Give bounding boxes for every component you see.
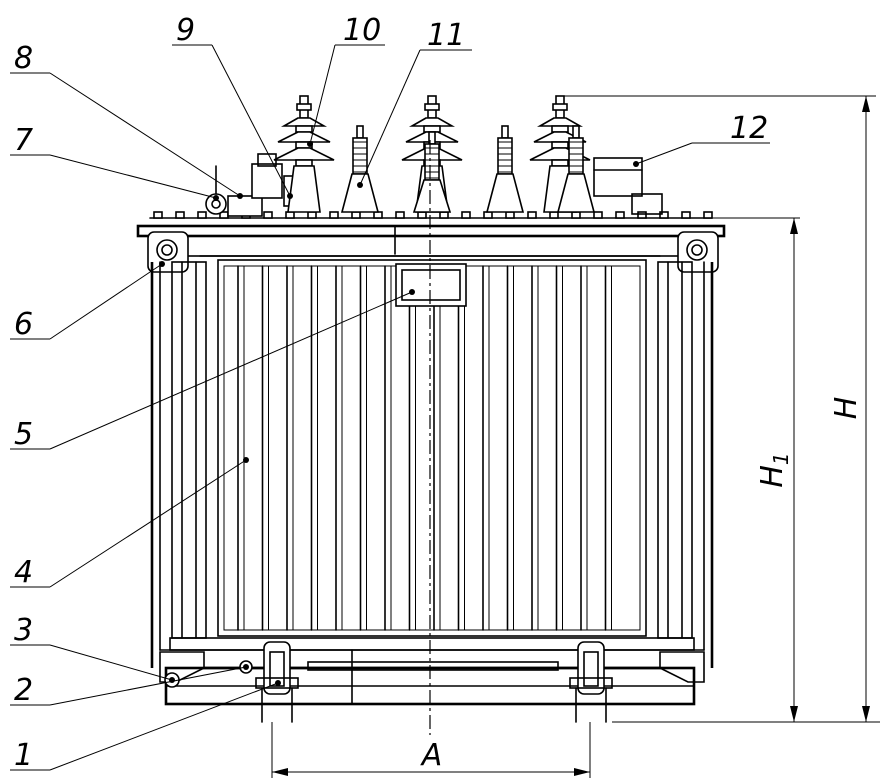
cooling-fins <box>237 265 612 631</box>
callout-number: 9 <box>176 13 195 48</box>
callout-11: 11 <box>357 18 472 188</box>
callout-number: 8 <box>14 41 33 76</box>
callout-number: 2 <box>14 673 33 708</box>
callout-3: 3 <box>10 613 175 683</box>
wheel-left <box>255 641 299 723</box>
pressure-relief-device <box>251 163 283 199</box>
lv-bushing-3 <box>485 125 525 213</box>
bushings <box>273 95 596 213</box>
callout-2: 2 <box>10 664 249 708</box>
callout-number: 5 <box>14 417 33 452</box>
dimension-label-a: A <box>420 738 443 773</box>
dimensions: A H1 H <box>271 95 880 778</box>
callout-8: 8 <box>10 41 243 199</box>
callout-12: 12 <box>633 111 770 167</box>
callout-7: 7 <box>10 123 219 201</box>
callout-6: 6 <box>10 261 165 342</box>
dimension-label-h1: H1 <box>755 452 793 487</box>
callout-4: 4 <box>10 457 249 590</box>
lv-bushing-4 <box>556 125 596 213</box>
thermometer <box>227 195 263 217</box>
rating-plate <box>395 263 467 307</box>
callout-number: 11 <box>427 18 465 53</box>
callout-number: 1 <box>14 738 33 773</box>
wheel-right <box>569 641 613 723</box>
callout-number: 7 <box>14 123 33 158</box>
tank <box>136 217 726 723</box>
callout-number: 6 <box>14 307 33 342</box>
callout-number: 12 <box>730 111 768 146</box>
lv-bushing-2 <box>412 131 452 213</box>
corrugated-wall <box>217 259 647 637</box>
callout-1: 1 <box>10 680 281 773</box>
callout-number: 10 <box>343 13 381 48</box>
callout-number: 4 <box>14 555 33 590</box>
lv-bushing-1 <box>340 125 380 213</box>
tank-cover <box>136 224 726 238</box>
callout-5: 5 <box>10 289 415 452</box>
dimension-label-h: H <box>829 397 864 420</box>
callout-number: 3 <box>14 613 33 648</box>
cover-equipment <box>153 95 713 219</box>
callout-10: 10 <box>307 13 385 147</box>
hv-bushing-1 <box>273 95 335 213</box>
callout-9: 9 <box>172 13 293 199</box>
